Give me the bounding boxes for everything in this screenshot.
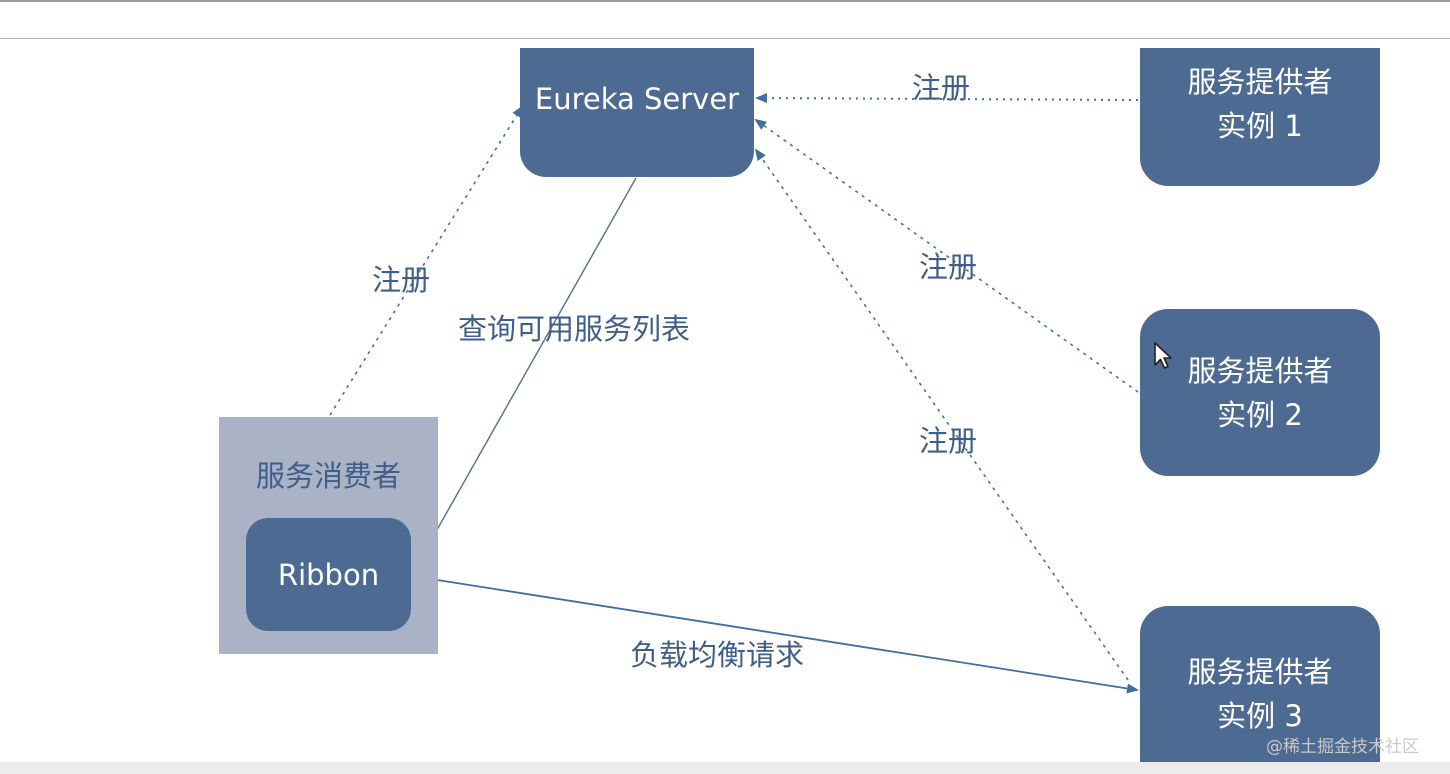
mouse-pointer-icon	[1154, 342, 1172, 369]
watermark-text: @稀土掘金技术社区	[1266, 737, 1419, 757]
provider-3-title: 服务提供者	[1187, 655, 1333, 689]
ribbon-label: Ribbon	[277, 557, 380, 592]
provider-1-title: 服务提供者	[1187, 65, 1333, 99]
provider2-register-label: 注册	[919, 250, 978, 284]
consumer-register-label: 注册	[372, 263, 431, 297]
eureka-server-label: Eureka Server	[534, 81, 740, 116]
provider-instance-3-node: 服务提供者 实例 3	[1140, 606, 1380, 762]
query-service-list-label: 查询可用服务列表	[458, 312, 691, 346]
edge-provider1-register	[755, 93, 1139, 104]
provider-instance-2-node: 服务提供者 实例 2	[1140, 309, 1380, 476]
provider1-register-label: 注册	[912, 71, 971, 105]
provider-2-instance: 实例 2	[1217, 397, 1303, 432]
edge-provider2-register	[754, 118, 1139, 393]
provider-3-instance: 实例 3	[1217, 699, 1303, 733]
ribbon-node: Ribbon	[246, 518, 411, 631]
provider-2-title: 服务提供者	[1187, 353, 1333, 388]
provider-1-instance: 实例 1	[1217, 109, 1303, 143]
provider-instance-1-node: 服务提供者 实例 1	[1140, 48, 1380, 186]
window-top-bar	[0, 0, 1450, 39]
edge-query-service-list	[411, 177, 637, 576]
edge-provider3-register	[754, 148, 1129, 681]
load-balance-request-label: 负载均衡请求	[630, 638, 805, 672]
edge-load-balance-request	[411, 575, 1139, 694]
eureka-server-node: Eureka Server	[520, 48, 754, 177]
service-consumer-label: 服务消费者	[255, 459, 401, 493]
provider3-register-label: 注册	[919, 424, 978, 458]
window-bottom-bar	[0, 762, 1450, 774]
